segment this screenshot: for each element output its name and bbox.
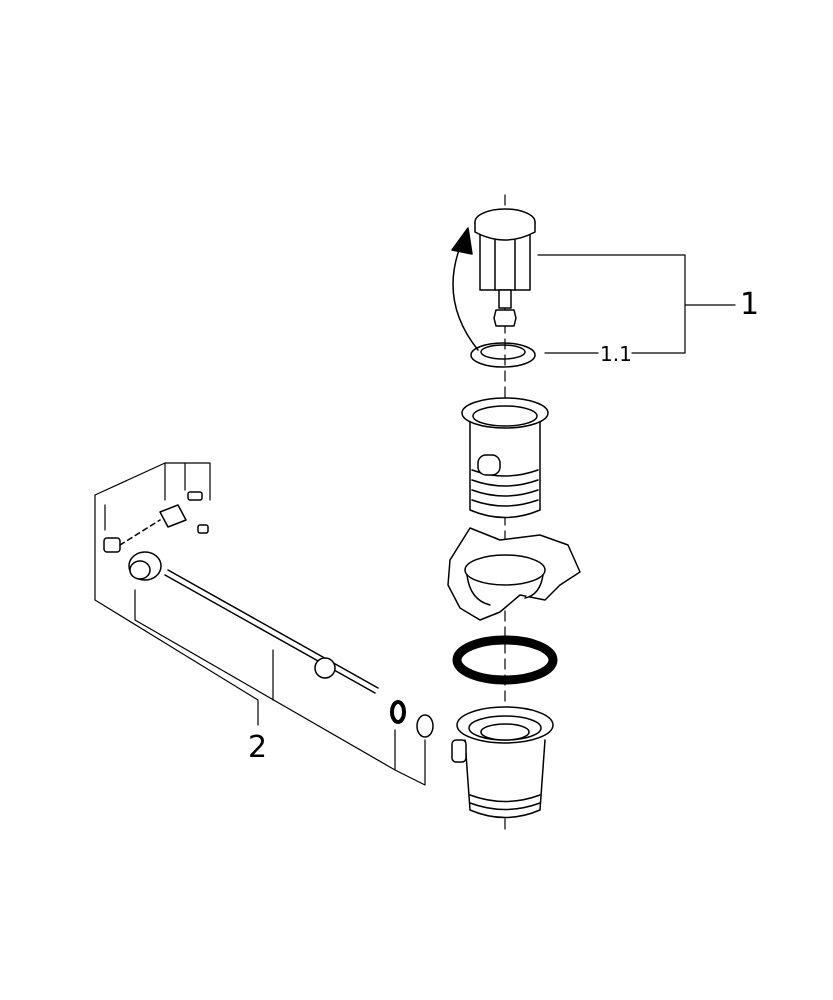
sink-section <box>447 527 581 621</box>
seal-ring <box>470 342 536 368</box>
lift-rod-assembly <box>103 491 434 738</box>
arrow-head <box>451 227 473 255</box>
drain-flange <box>461 397 549 519</box>
callout-leader-2 <box>94 462 426 786</box>
drain-body <box>451 706 554 819</box>
rubber-gasket <box>452 635 558 685</box>
callout-label-2: 2 <box>248 730 268 765</box>
callout-label-1-1: 1.1 <box>600 342 632 366</box>
rotation-arrow <box>452 241 479 351</box>
dash-leader <box>119 519 161 546</box>
callout-label-1: 1 <box>740 287 760 322</box>
callout-leader-1 <box>537 254 736 354</box>
pop-up-stopper <box>474 208 536 327</box>
